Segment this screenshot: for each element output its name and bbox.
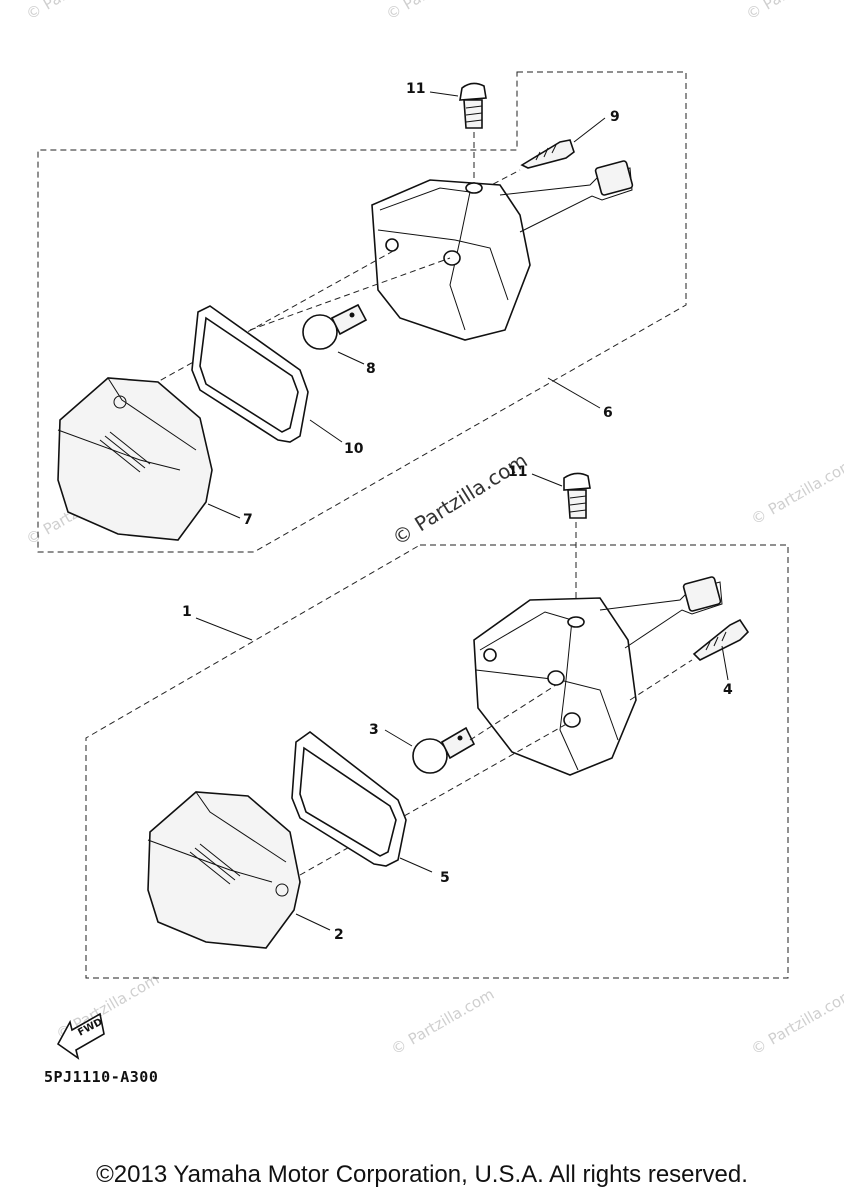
bulb-icon	[412, 726, 476, 774]
callout-10: 10	[344, 441, 364, 457]
watermark-faint: © Partzilla.com	[743, 0, 844, 23]
callout-1: 1	[182, 604, 192, 620]
callout-4: 4	[723, 682, 733, 698]
assembly-outline-lower	[85, 544, 789, 979]
watermark-faint: © Partzilla.com	[748, 985, 844, 1058]
gasket-icon	[291, 731, 407, 867]
lens-icon	[57, 377, 213, 541]
copyright-notice: ©2013 Yamaha Motor Corporation, U.S.A. A…	[96, 1161, 748, 1188]
callout-8: 8	[366, 361, 376, 377]
watermark-faint: © Partzilla.com	[383, 0, 492, 23]
diagram-code: 5PJ1110-A300	[44, 1068, 159, 1086]
lamp-housing-upper	[371, 160, 634, 341]
callout-6: 6	[603, 405, 613, 421]
callout-3: 3	[369, 722, 379, 738]
watermark-faint: © Partzilla.com	[23, 0, 132, 23]
bolt-icon	[563, 472, 591, 519]
callout-7: 7	[243, 512, 253, 528]
screw-icon	[520, 139, 575, 169]
lamp-housing-lower	[473, 576, 723, 776]
bolt-icon	[459, 82, 487, 129]
callout-2: 2	[334, 927, 344, 943]
callout-11-mid: 11	[508, 464, 527, 480]
watermark-faint: © Partzilla.com	[748, 455, 844, 528]
screw-icon	[692, 618, 750, 661]
callout-9: 9	[610, 109, 620, 125]
lens-icon	[147, 791, 301, 949]
gasket-icon	[191, 305, 309, 443]
bulb-icon	[302, 303, 368, 350]
callout-11-top: 11	[406, 81, 425, 97]
callout-5: 5	[440, 870, 450, 886]
watermark-faint: © Partzilla.com	[388, 985, 497, 1058]
